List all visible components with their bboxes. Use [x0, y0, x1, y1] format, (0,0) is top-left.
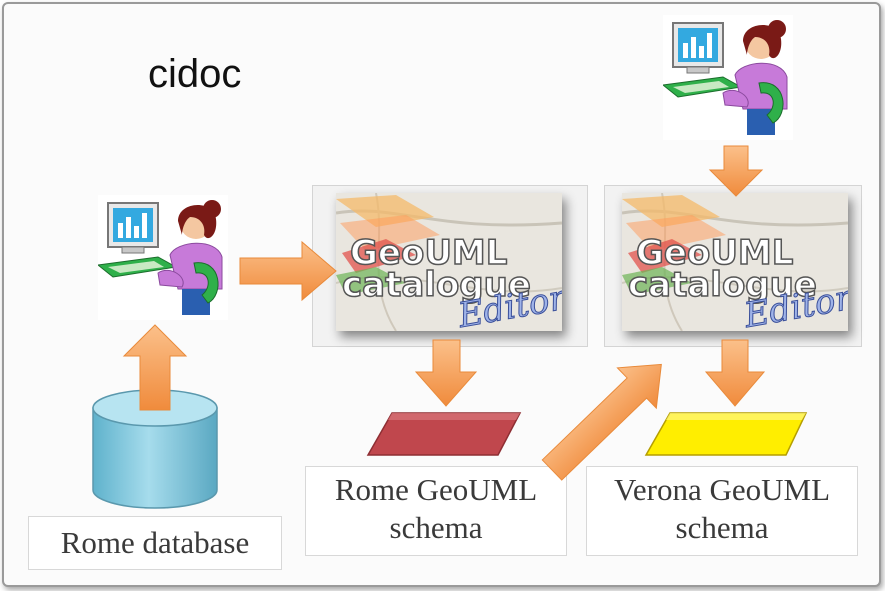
geouml-editor-logo-verona: GeoUML catalogue Editor	[622, 193, 848, 331]
rome-schema-caption-line2: schema	[389, 510, 483, 545]
rome-database-caption: Rome database	[28, 516, 282, 570]
arrow-user-to-editor	[239, 240, 337, 302]
rome-schema-caption: Rome GeoUML schema	[305, 466, 567, 556]
diagram-title: cidoc	[148, 52, 242, 96]
editor-logo-line2: catalogue	[627, 265, 817, 305]
verona-schema-caption-line1: Verona GeoUML	[613, 472, 831, 507]
arrow-user-to-verona-editor	[708, 145, 764, 197]
user-computer-icon-verona	[663, 15, 793, 140]
rome-schema-caption-line1: Rome GeoUML	[334, 472, 538, 507]
verona-schema-caption-line2: schema	[675, 510, 769, 545]
database-cylinder-icon	[92, 389, 218, 509]
arrow-rome-schema-to-verona-editor	[541, 363, 662, 481]
arrow-editor-to-verona-schema	[704, 339, 766, 407]
verona-schema-caption: Verona GeoUML schema	[586, 466, 858, 556]
editor-logo-line2: catalogue	[341, 265, 531, 305]
editor-logo-line1: GeoUML	[349, 233, 508, 273]
user-computer-icon-rome	[98, 195, 228, 320]
editor-logo-line1: GeoUML	[635, 233, 794, 273]
arrow-editor-to-rome-schema	[414, 339, 478, 407]
geouml-editor-logo-rome: GeoUML catalogue Editor	[336, 193, 562, 331]
arrow-database-to-user	[122, 324, 188, 411]
